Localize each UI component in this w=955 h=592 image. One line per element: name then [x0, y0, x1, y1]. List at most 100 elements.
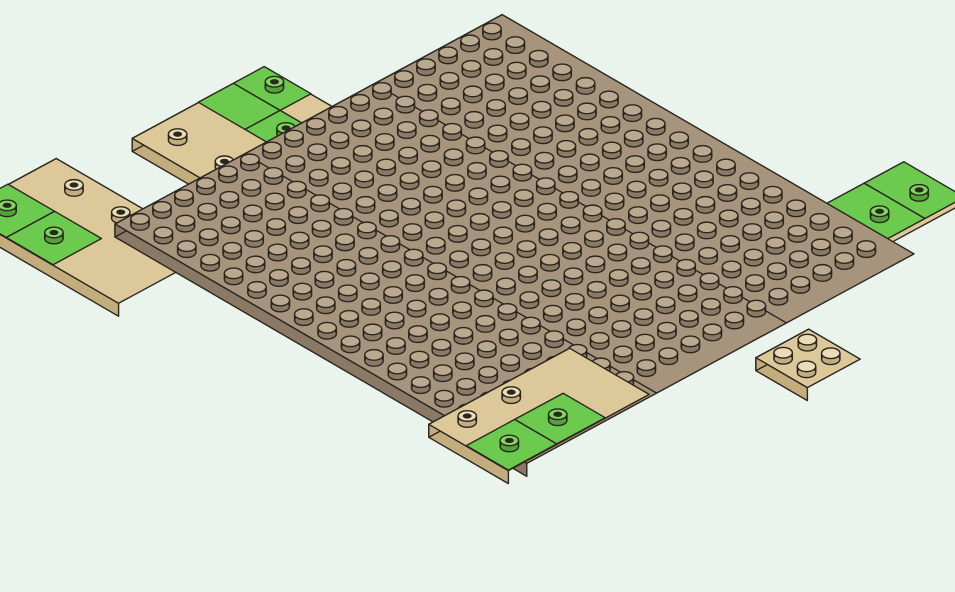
center-stud — [442, 98, 460, 115]
center-stud — [468, 163, 486, 180]
center-stud — [334, 209, 352, 226]
center-stud — [475, 290, 493, 307]
center-stud — [769, 288, 787, 305]
center-stud — [625, 130, 643, 147]
center-stud — [654, 246, 672, 263]
center-stud — [471, 214, 489, 231]
center-stud — [509, 88, 527, 105]
center-stud — [541, 254, 559, 271]
center-stud — [554, 90, 572, 107]
center-stud — [314, 246, 332, 263]
center-stud — [696, 197, 714, 214]
center-stud — [531, 76, 549, 93]
center-stud — [557, 141, 575, 158]
center-stud — [603, 142, 621, 159]
center-stud — [520, 292, 538, 309]
center-stud — [354, 146, 372, 163]
center-stud — [559, 166, 577, 183]
center-stud — [523, 343, 541, 360]
arm-bottom-small-stud — [797, 361, 815, 378]
center-stud — [493, 202, 511, 219]
center-stud — [655, 271, 673, 288]
center-stud — [629, 207, 647, 224]
center-stud — [539, 229, 557, 246]
center-stud — [720, 210, 738, 227]
center-stud — [285, 130, 303, 147]
center-stud — [788, 226, 806, 243]
arm-bottom-left-stud — [500, 435, 518, 452]
center-stud — [407, 300, 425, 317]
center-stud — [611, 295, 629, 312]
center-stud — [649, 169, 667, 186]
center-stud — [765, 212, 783, 229]
center-stud — [310, 169, 328, 186]
center-stud — [537, 178, 555, 195]
center-stud — [435, 390, 453, 407]
center-stud — [201, 254, 219, 271]
center-stud — [656, 297, 674, 314]
center-stud — [530, 50, 548, 67]
center-stud — [197, 178, 215, 195]
center-stud — [633, 283, 651, 300]
center-stud — [317, 297, 335, 314]
center-stud — [510, 113, 528, 130]
center-stud — [266, 193, 284, 210]
center-stud — [680, 311, 698, 328]
center-stud — [542, 280, 560, 297]
center-stud — [312, 220, 330, 237]
center-stud — [700, 273, 718, 290]
center-stud — [545, 331, 563, 348]
center-stud — [223, 243, 241, 260]
center-stud — [402, 198, 420, 215]
center-stud — [766, 237, 784, 254]
center-stud — [747, 300, 765, 317]
center-stud — [581, 154, 599, 171]
arm-bottom-left-stud — [549, 409, 567, 426]
center-stud — [632, 258, 650, 275]
center-stud — [461, 35, 479, 52]
arm-top-stud — [265, 76, 283, 93]
center-stud — [535, 152, 553, 169]
center-stud — [340, 311, 358, 328]
arm-right-stud — [910, 185, 928, 202]
center-stud — [377, 159, 395, 176]
center-stud — [519, 266, 537, 283]
center-stud — [768, 263, 786, 280]
center-stud — [176, 215, 194, 232]
center-stud — [378, 185, 396, 202]
center-stud — [479, 367, 497, 384]
center-stud — [427, 237, 445, 254]
center-stud — [491, 176, 509, 193]
center-stud — [329, 107, 347, 124]
center-stud — [553, 64, 571, 81]
center-stud — [566, 294, 584, 311]
center-stud — [356, 197, 374, 214]
center-stud — [488, 125, 506, 142]
center-stud — [451, 277, 469, 294]
center-stud — [600, 91, 618, 108]
center-stud — [764, 186, 782, 203]
center-stud — [466, 137, 484, 154]
center-stud — [476, 316, 494, 333]
center-stud — [790, 251, 808, 268]
center-stud — [670, 132, 688, 149]
arm-left-stud — [65, 180, 83, 197]
center-stud — [579, 129, 597, 146]
center-stud — [380, 210, 398, 227]
center-stud — [336, 234, 354, 251]
center-stud — [586, 256, 604, 273]
arm-bottom-small-stud — [774, 347, 792, 364]
center-stud — [454, 328, 472, 345]
center-stud — [724, 287, 742, 304]
center-stud — [315, 271, 333, 288]
center-stud — [449, 226, 467, 243]
center-stud — [515, 190, 533, 207]
center-stud — [352, 120, 370, 137]
center-stud — [834, 227, 852, 244]
center-stud — [268, 244, 286, 261]
center-stud — [417, 59, 435, 76]
center-stud — [835, 253, 853, 270]
center-stud — [588, 282, 606, 299]
center-stud — [718, 185, 736, 202]
